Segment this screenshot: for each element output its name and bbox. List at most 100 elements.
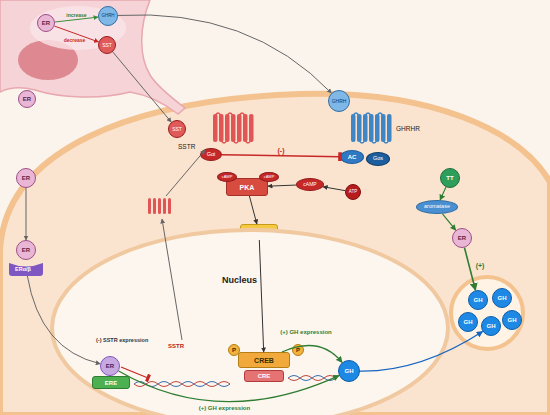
adenylate-cyclase: AC bbox=[340, 150, 364, 164]
camp-molecule: cAMP bbox=[217, 172, 237, 182]
g-protein: Gαs bbox=[366, 152, 390, 166]
node-text: ER bbox=[23, 96, 31, 102]
node-text: ER bbox=[22, 175, 30, 181]
arrow-connector bbox=[27, 276, 100, 364]
free-label: (-) SSTR expression bbox=[96, 338, 148, 344]
arrow-connector bbox=[55, 17, 98, 22]
node-text: TT bbox=[446, 175, 453, 181]
arrow-connector bbox=[268, 185, 296, 186]
creb-box: CREB bbox=[238, 352, 290, 368]
arrow-connector bbox=[440, 187, 446, 200]
ghrh-receptor: GHRHR bbox=[350, 110, 394, 146]
edge-label: (+) bbox=[476, 262, 485, 269]
node-text: cAMP bbox=[264, 175, 275, 179]
cytoplasmic-sstr-receptor bbox=[148, 198, 171, 214]
node-text: SST bbox=[102, 43, 112, 48]
node-text: GH bbox=[508, 317, 517, 323]
edge-label: (+) GH expression bbox=[280, 329, 332, 335]
inhibition-connector bbox=[222, 155, 340, 157]
testosterone-circle: TT bbox=[440, 168, 460, 188]
arrow-connector bbox=[360, 331, 483, 371]
sstr-receptor-outline bbox=[212, 110, 256, 146]
sstr-insertion-arrow bbox=[166, 150, 205, 196]
pka-box: PKAcAMPcAMP bbox=[226, 178, 268, 196]
node-text: GHRH bbox=[332, 99, 347, 104]
gh-gene: GH bbox=[338, 360, 360, 382]
node-text: cAMP bbox=[303, 182, 316, 187]
edge-label: (-) bbox=[278, 146, 285, 153]
sstr-receptor: SSTRGαi bbox=[212, 110, 256, 146]
response-element: ERE bbox=[92, 376, 130, 389]
node-text: ER bbox=[106, 363, 114, 369]
arrow-connector bbox=[282, 345, 342, 362]
estrogen-receptor: ERα/β bbox=[8, 260, 44, 276]
node-text: Gαs bbox=[373, 156, 383, 162]
node-text: PKA bbox=[240, 184, 255, 191]
node-text: ER bbox=[458, 235, 466, 241]
node-text: Gαi bbox=[207, 152, 216, 158]
arrow-connector bbox=[26, 188, 27, 240]
edge-label: increase bbox=[66, 12, 86, 17]
node-text: aromatase bbox=[424, 204, 450, 210]
node-text: Nucleus bbox=[222, 276, 257, 285]
hormone-circle: ER bbox=[18, 90, 36, 108]
atp-molecule: ATP bbox=[345, 184, 361, 200]
response-element: CRE bbox=[244, 370, 284, 382]
gh-granule: GH bbox=[468, 290, 488, 310]
ghrh-ligand: GHRH bbox=[328, 90, 350, 112]
hormone-circle: ER bbox=[16, 240, 36, 260]
node-text: CRE bbox=[258, 373, 271, 379]
node-text: ER bbox=[42, 20, 50, 26]
arrow-connector bbox=[464, 248, 475, 291]
sst-vesicle: SST bbox=[98, 36, 116, 54]
node-text: ERE bbox=[105, 380, 117, 386]
node-text: cAMP bbox=[222, 175, 233, 179]
secretory-vesicle bbox=[451, 277, 523, 349]
hormone-circle: ER bbox=[37, 14, 55, 32]
gh-granule: GH bbox=[492, 288, 512, 308]
camp-molecule: cAMP bbox=[259, 172, 279, 182]
gh-granule: GH bbox=[481, 316, 501, 336]
node-text: SSTR bbox=[178, 144, 195, 151]
arrow-connector bbox=[323, 187, 345, 191]
node-text: SST bbox=[172, 127, 182, 132]
ghrh-receptor-outline bbox=[350, 110, 394, 146]
node-text: ERα/β bbox=[15, 267, 31, 273]
camp-molecule: cAMP bbox=[296, 178, 324, 191]
node-text: P bbox=[296, 347, 300, 353]
sstr-trafficking-arrow bbox=[162, 219, 182, 340]
arrow-connector bbox=[442, 214, 455, 230]
arrow-connector bbox=[113, 52, 171, 122]
node-text: GH bbox=[345, 368, 354, 374]
free-label: SSTR bbox=[168, 343, 184, 349]
sst-ligand: SST bbox=[168, 120, 186, 138]
node-text: ER bbox=[22, 247, 30, 253]
er-complex: ER bbox=[100, 356, 120, 376]
hypothalamic-neuron bbox=[0, 0, 185, 114]
arrow-connector bbox=[119, 371, 339, 402]
gh-granule: GH bbox=[502, 310, 522, 330]
arrow-connector bbox=[259, 240, 263, 352]
node-text: GHRH bbox=[101, 14, 114, 19]
arrow-connector bbox=[249, 196, 256, 224]
node-text: AC bbox=[348, 154, 357, 160]
hormone-circle: ER bbox=[452, 228, 472, 248]
nucleus: NucleusEREREPCREBPCREGH bbox=[50, 228, 450, 415]
node-text: GH bbox=[474, 297, 483, 303]
gh-granule: GH bbox=[458, 312, 478, 332]
node-text: GHRHR bbox=[396, 126, 420, 133]
node-text: GH bbox=[498, 295, 507, 301]
ghrh-vesicle: GHRH bbox=[98, 6, 118, 26]
arrow-connector bbox=[54, 26, 98, 42]
neuron-cytoplasm bbox=[30, 6, 126, 50]
inhibition-line bbox=[121, 367, 148, 378]
hormone-circle: ER bbox=[16, 168, 36, 188]
node-text: ATP bbox=[349, 190, 357, 195]
g-protein: Gαi bbox=[200, 148, 222, 161]
aromatase-enzyme: aromatase bbox=[416, 200, 458, 214]
node-text: GH bbox=[487, 323, 496, 329]
node-text: CREB bbox=[254, 357, 274, 364]
edge-label: decrease bbox=[64, 38, 86, 43]
